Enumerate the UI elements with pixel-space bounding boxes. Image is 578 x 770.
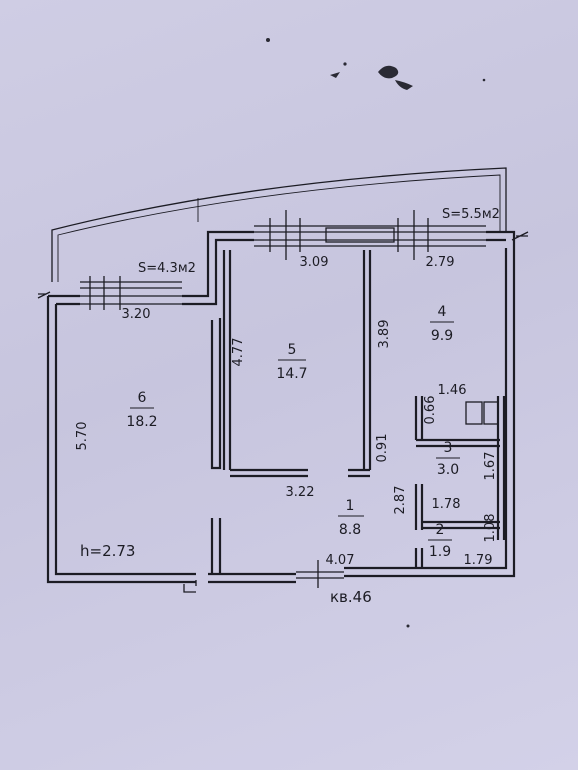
dim-bath-width: 1.78 <box>432 497 461 512</box>
dim-room6-width: 3.20 <box>122 307 151 322</box>
room-6-area: 18.2 <box>126 414 157 430</box>
room-2-area: 1.9 <box>429 544 451 560</box>
room-3-area: 3.0 <box>437 462 459 478</box>
balcony-area-right: S=5.5м2 <box>442 207 500 222</box>
room-1-area: 8.8 <box>339 522 361 538</box>
paper-marks <box>266 38 486 628</box>
outer-walls <box>46 230 516 584</box>
dim-small-width: 1.79 <box>464 553 493 568</box>
dim-hall-length: 4.07 <box>326 553 355 568</box>
dim-room5-length: 4.77 <box>231 338 246 367</box>
dim-room5-width: 3.09 <box>300 255 329 270</box>
dim-room4-length: 3.89 <box>377 320 392 349</box>
interior-walls <box>210 250 506 574</box>
room-6-number: 6 <box>138 390 147 406</box>
dim-corr-width: 0.91 <box>375 434 390 463</box>
room-4-number: 4 <box>438 304 447 320</box>
room-3-number: 3 <box>444 440 453 456</box>
windows <box>80 225 486 579</box>
room-5-area: 14.7 <box>276 366 307 382</box>
dim-bath-depth: 2.87 <box>393 486 408 515</box>
room-1-number: 1 <box>346 498 355 514</box>
room-5-number: 5 <box>288 342 297 358</box>
dim-wc-depth: 0.66 <box>423 396 438 425</box>
dim-wc-width: 1.46 <box>438 383 467 398</box>
dim-small-depth: 1.08 <box>483 514 498 543</box>
dim-room6-length: 5.70 <box>75 422 90 451</box>
balcony-arc <box>51 167 507 282</box>
dimension-labels: 3.20 3.09 2.79 3.22 4.07 1.46 1.78 1.79 … <box>75 255 498 568</box>
room-2-number: 2 <box>436 522 445 538</box>
ticks <box>37 210 529 593</box>
room-labels: 6 18.2 5 14.7 4 9.9 3 3.0 1 8.8 2 1.9 <box>126 304 460 560</box>
dim-room4-width: 2.79 <box>426 255 455 270</box>
fixtures <box>465 401 499 425</box>
ceiling-height: h=2.73 <box>80 542 135 560</box>
room-4-area: 9.9 <box>431 328 453 344</box>
apartment-label: кв.46 <box>330 588 372 606</box>
dim-bath-length: 1.67 <box>483 452 498 481</box>
dim-hall-width: 3.22 <box>286 485 315 500</box>
balcony-area-left: S=4.3м2 <box>138 261 196 276</box>
